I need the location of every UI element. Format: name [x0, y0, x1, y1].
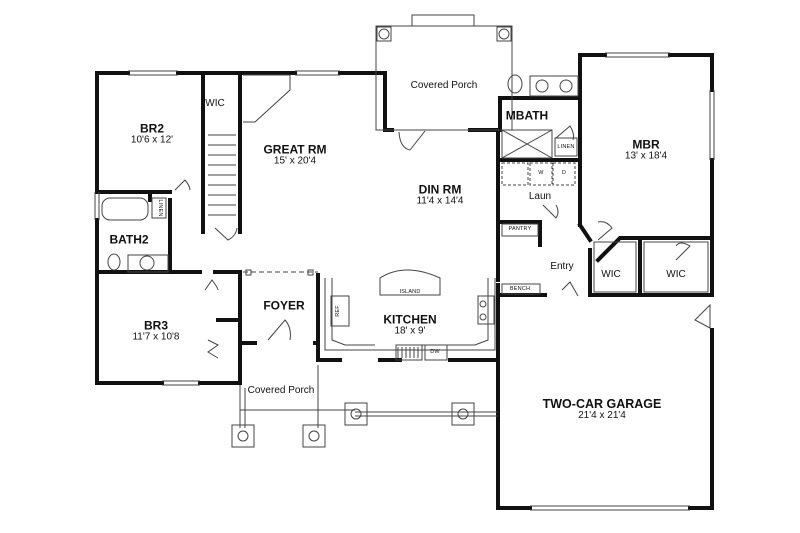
label-dryer: D	[561, 170, 567, 177]
label-foyer: FOYER	[263, 298, 305, 313]
room-dims: 11'4 x 14'4	[416, 195, 464, 207]
room-name: GREAT RM	[263, 142, 327, 157]
room-dims: 15' x 20'4	[273, 155, 317, 167]
label-wic-mbr-1: WIC	[601, 268, 621, 280]
room-name: BR3	[143, 318, 169, 333]
label-dw: DW	[430, 349, 440, 356]
room-br3: BR3 11'7 x 10'8	[132, 319, 179, 342]
label-laun: Laun	[528, 190, 552, 202]
label-wic-br2: WIC	[205, 97, 225, 109]
room-dims: 18' x 9'	[394, 325, 426, 337]
label-front-porch: Covered Porch	[247, 384, 315, 396]
label-ref: REF	[335, 305, 342, 317]
room-name: DIN RM	[418, 182, 462, 197]
room-dims: 10'6 x 12'	[130, 134, 174, 146]
room-dims: 11'7 x 10'8	[132, 331, 180, 343]
room-br2: BR2 10'6 x 12'	[131, 122, 173, 145]
room-garage: TWO-CAR GARAGE 21'4 x 21'4	[543, 398, 662, 422]
room-name: TWO-CAR GARAGE	[542, 397, 662, 412]
label-island: ISLAND	[399, 289, 421, 296]
room-din: DIN RM 11'4 x 14'4	[416, 183, 463, 206]
label-entry: Entry	[550, 260, 574, 272]
label-linen-mbath: LINEN	[557, 144, 575, 151]
room-mbr: MBR 13' x 18'4	[625, 138, 667, 161]
room-name: MBR	[632, 137, 660, 152]
label-bench: BENCH	[509, 286, 531, 293]
label-linen-bath2: LINEN	[156, 199, 163, 217]
label-bath2: BATH2	[109, 232, 149, 247]
label-rear-porch: Covered Porch	[410, 79, 478, 91]
room-kitchen: KITCHEN 18' x 9'	[383, 313, 436, 336]
room-name: BR2	[139, 121, 164, 136]
room-name: KITCHEN	[383, 312, 437, 327]
room-dims: 21'4 x 21'4	[578, 410, 626, 422]
label-pantry: PANTRY	[508, 226, 532, 233]
label-washer: W	[538, 170, 544, 177]
room-dims: 13' x 18'4	[624, 150, 668, 162]
room-great: GREAT RM 15' x 20'4	[263, 143, 326, 166]
label-mbath: MBATH	[505, 108, 549, 123]
label-wic-mbr-2: WIC	[666, 268, 686, 280]
